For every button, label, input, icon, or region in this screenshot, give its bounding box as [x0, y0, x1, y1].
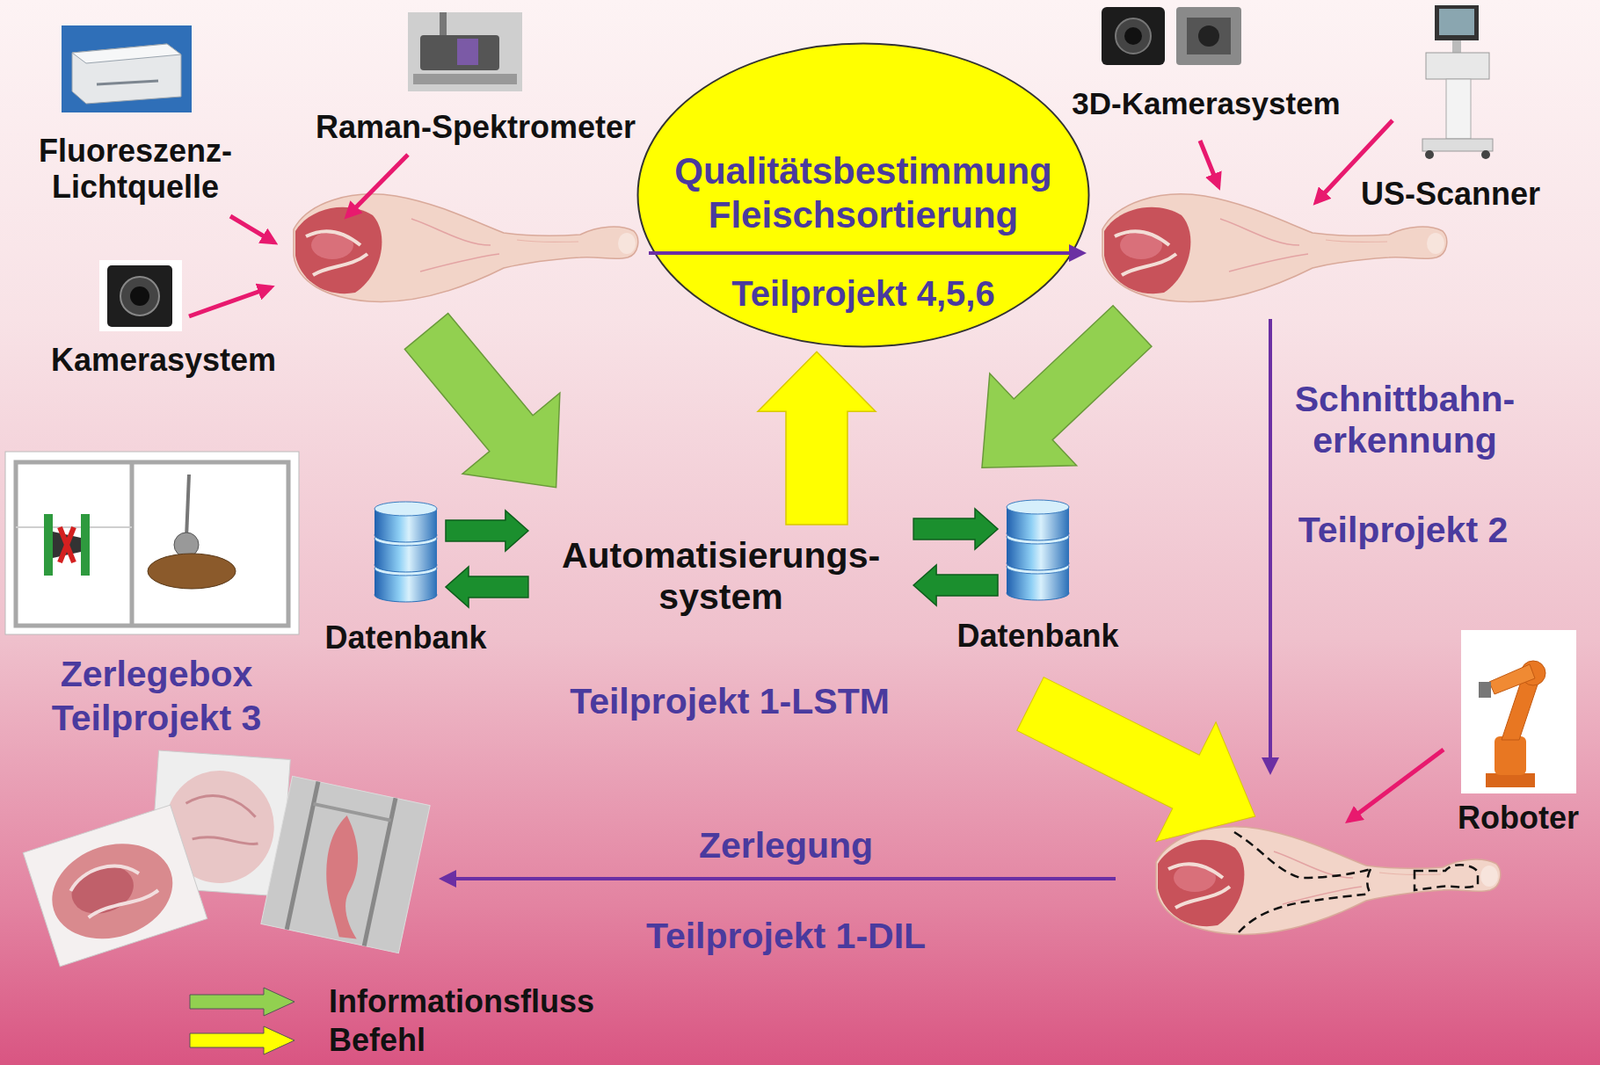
ham-illustration	[293, 194, 639, 303]
legend-arrow	[189, 1026, 295, 1055]
connector-arrow	[913, 565, 998, 606]
process-arrows	[442, 319, 1271, 880]
database-node: Datenbank	[372, 500, 439, 608]
database-disc	[1006, 500, 1070, 515]
device-label: Kamerasystem	[50, 341, 277, 379]
camera-icon	[99, 260, 182, 332]
connector-arrow	[913, 509, 998, 550]
database-disc	[374, 501, 437, 517]
connector-arrow	[757, 351, 876, 525]
robot-image	[1461, 630, 1577, 794]
subproject-label: Teilprojekt 1-LSTM	[569, 681, 890, 723]
subproject-label: Teilprojekt 3	[51, 698, 262, 740]
database-label: Datenbank	[956, 618, 1119, 655]
meat-photo	[22, 805, 207, 968]
process-arrow	[648, 251, 1084, 255]
legend-swatch	[188, 986, 298, 1019]
info-arrow	[378, 290, 605, 529]
sensor-arrows	[189, 120, 1444, 822]
subproject-label: Teilprojekt 2	[1298, 509, 1508, 552]
process-label: Zerlegung	[698, 825, 873, 867]
legend-swatch	[188, 1025, 298, 1057]
legend-text: Informationsfluss	[328, 983, 595, 1020]
subproject-label: Teilprojekt 1-DIL	[646, 916, 926, 958]
ellipse-text: Qualitätsbestimmung Fleischsortierung	[674, 149, 1052, 237]
database-node: Datenbank	[1004, 498, 1071, 606]
system-text: Automatisierungs- system	[561, 535, 880, 619]
command-arrow	[1000, 644, 1286, 877]
ellipse-outline	[638, 43, 1090, 348]
ham-cut-illustration	[1156, 827, 1501, 936]
cutting-box-image	[5, 451, 299, 635]
database-icon	[372, 500, 439, 608]
meat-photo	[261, 776, 430, 954]
device-label: Fluoreszenz- Lichtquelle	[38, 132, 233, 206]
3d-camera-icon	[1101, 7, 1242, 66]
raman-device	[407, 12, 523, 92]
legend-arrow	[189, 988, 295, 1017]
process-label: Schnittbahn- erkennung	[1294, 378, 1516, 462]
connector-arrow	[445, 567, 529, 608]
device-label: US-Scanner	[1360, 175, 1541, 212]
connector-arrow	[445, 510, 529, 552]
ellipse-node: Qualitätsbestimmung FleischsortierungTei…	[636, 42, 1091, 349]
legend-text: Befehl	[328, 1022, 426, 1059]
database-label: Datenbank	[324, 619, 487, 656]
database-icon	[1004, 498, 1071, 606]
device-label: Roboter	[1457, 800, 1579, 837]
fluorescence-device	[61, 25, 192, 113]
ultrasound-scanner	[1422, 5, 1493, 160]
system-box: Automatisierungs- system	[535, 530, 907, 624]
device-label: 3D-Kamerasystem	[1071, 86, 1340, 122]
ellipse-text: Teilprojekt 4,5,6	[731, 273, 995, 315]
device-label: Raman-Spektrometer	[315, 109, 636, 146]
process-label: Zerlegebox	[60, 654, 254, 696]
